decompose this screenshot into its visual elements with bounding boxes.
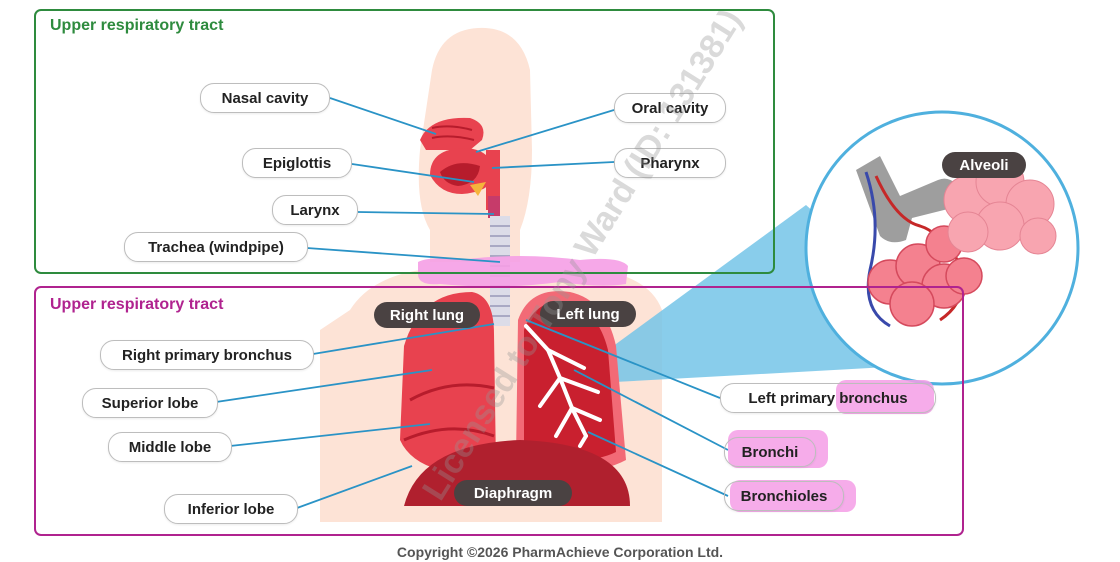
alveoli-circle <box>804 110 1080 386</box>
lower-section-border <box>34 286 964 536</box>
leader-larynx <box>357 211 495 215</box>
leader-bronchi <box>573 369 729 451</box>
leader-left-primary-bronchus <box>525 319 721 399</box>
highlight-left-primary-bronchus <box>836 380 934 414</box>
leader-superior-lobe <box>215 369 433 403</box>
label-right-primary-bronchus: Right primary bronchus <box>100 340 314 370</box>
leader-middle-lobe <box>229 423 431 447</box>
leader-epiglottis <box>351 163 475 183</box>
label-right-lung: Right lung <box>374 302 480 328</box>
label-oral-cavity: Oral cavity <box>614 93 726 123</box>
leader-nasal-cavity <box>329 97 437 135</box>
right-lung-shape <box>400 292 496 475</box>
copyright-footer: Copyright ©2026 PharmAchieve Corporation… <box>396 544 724 560</box>
label-diaphragm: Diaphragm <box>454 480 572 506</box>
label-middle-lobe: Middle lobe <box>108 432 232 462</box>
leader-inferior-lobe <box>296 465 413 509</box>
label-alveoli: Alveoli <box>942 152 1026 178</box>
leader-trachea <box>306 247 501 263</box>
label-left-primary-bronchus: Left primary bronchus <box>720 383 936 413</box>
left-lung-shape <box>516 291 626 471</box>
label-trachea: Trachea (windpipe) <box>124 232 308 262</box>
label-pharynx: Pharynx <box>614 148 726 178</box>
neck-highlight <box>418 256 628 287</box>
label-bronchioles: Bronchioles <box>724 481 844 511</box>
label-larynx: Larynx <box>272 195 358 225</box>
label-superior-lobe: Superior lobe <box>82 388 218 418</box>
leader-oral-cavity <box>475 109 615 153</box>
bronchial-tree <box>524 324 602 448</box>
label-nasal-cavity: Nasal cavity <box>200 83 330 113</box>
label-left-lung: Left lung <box>540 301 636 327</box>
lower-section-title: Upper respiratory tract <box>50 296 224 313</box>
upper-section-border <box>34 9 775 274</box>
head-airway <box>420 117 500 218</box>
upper-section-title: Upper respiratory tract <box>50 17 224 34</box>
leader-right-primary-bronchus <box>312 323 495 355</box>
leader-pharynx <box>491 161 615 169</box>
leader-bronchioles <box>587 431 729 497</box>
leader-lines <box>215 97 729 509</box>
label-epiglottis: Epiglottis <box>242 148 352 178</box>
label-bronchi: Bronchi <box>724 437 816 467</box>
label-inferior-lobe: Inferior lobe <box>164 494 298 524</box>
